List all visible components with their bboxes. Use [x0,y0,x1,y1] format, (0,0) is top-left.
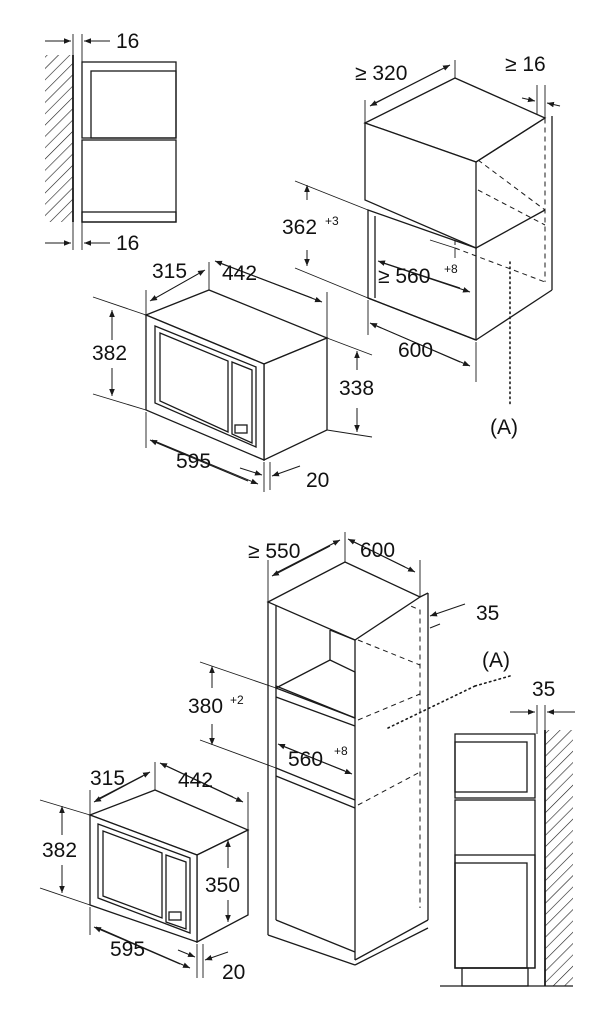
dim-cab-back-gap-min: ≥ 16 [505,53,546,76]
dim-niche-height: 362 [282,216,317,239]
dim-cab-width: 600 [398,339,433,362]
dim-niche-height-tol: +3 [325,214,339,228]
dim-mw-depth: 315 [152,260,187,283]
dim-mw-top-depth: 442 [222,262,257,285]
top-side-view: 16 16 [45,30,177,255]
dim-cab-depth-min: ≥ 320 [355,62,407,85]
dim-niche-width-min: ≥ 560 [378,265,430,288]
dim-mw-frame-bottom: 20 [222,961,245,984]
dim-cab-depth-min-bottom: ≥ 550 [248,540,300,563]
dim-niche-height-tol-bottom: +2 [230,693,244,707]
wall-hatch-bottom [545,730,573,986]
dim-mw-width-bottom: 595 [110,938,145,961]
dim-side-gap-top: 16 [116,30,139,53]
dim-mw-width: 595 [176,450,211,473]
dim-niche-width-tol: +8 [444,262,458,276]
top-microwave: 315 442 382 338 595 20 [92,260,374,492]
dim-niche-width-bottom: 560 [288,748,323,771]
top-wall-cabinet: ≥ 320 ≥ 16 362 +3 ≥ 560 +8 600 (A) [282,53,561,439]
bottom-microwave: 315 442 382 350 595 20 [39,762,250,984]
bottom-tall-cabinet: ≥ 550 600 35 380 +2 560 +8 (A) [188,532,511,966]
dim-mw-top-depth-bottom: 442 [178,769,213,792]
dim-cab-side-gap: 35 [476,602,499,625]
dim-niche-width-tol-bottom: +8 [334,744,348,758]
dim-cab-width-bottom: 600 [360,539,395,562]
dim-mw-frame: 20 [306,469,329,492]
wall-hatch [45,55,73,222]
dim-mw-depth-bottom: 315 [90,767,125,790]
dim-niche-height-bottom: 380 [188,695,223,718]
dim-mw-body-height-bottom: 350 [205,874,240,897]
dim-mw-height: 382 [92,342,127,365]
ref-label-bottom: (A) [482,649,510,672]
bottom-side-view: 35 [440,678,575,987]
dim-side-gap-bottom: 16 [116,232,139,255]
dim-mw-height-bottom: 382 [42,839,77,862]
dim-mw-body-height: 338 [339,377,374,400]
dim-side-gap-bottom-view: 35 [532,678,555,701]
ref-label-top: (A) [490,416,518,439]
